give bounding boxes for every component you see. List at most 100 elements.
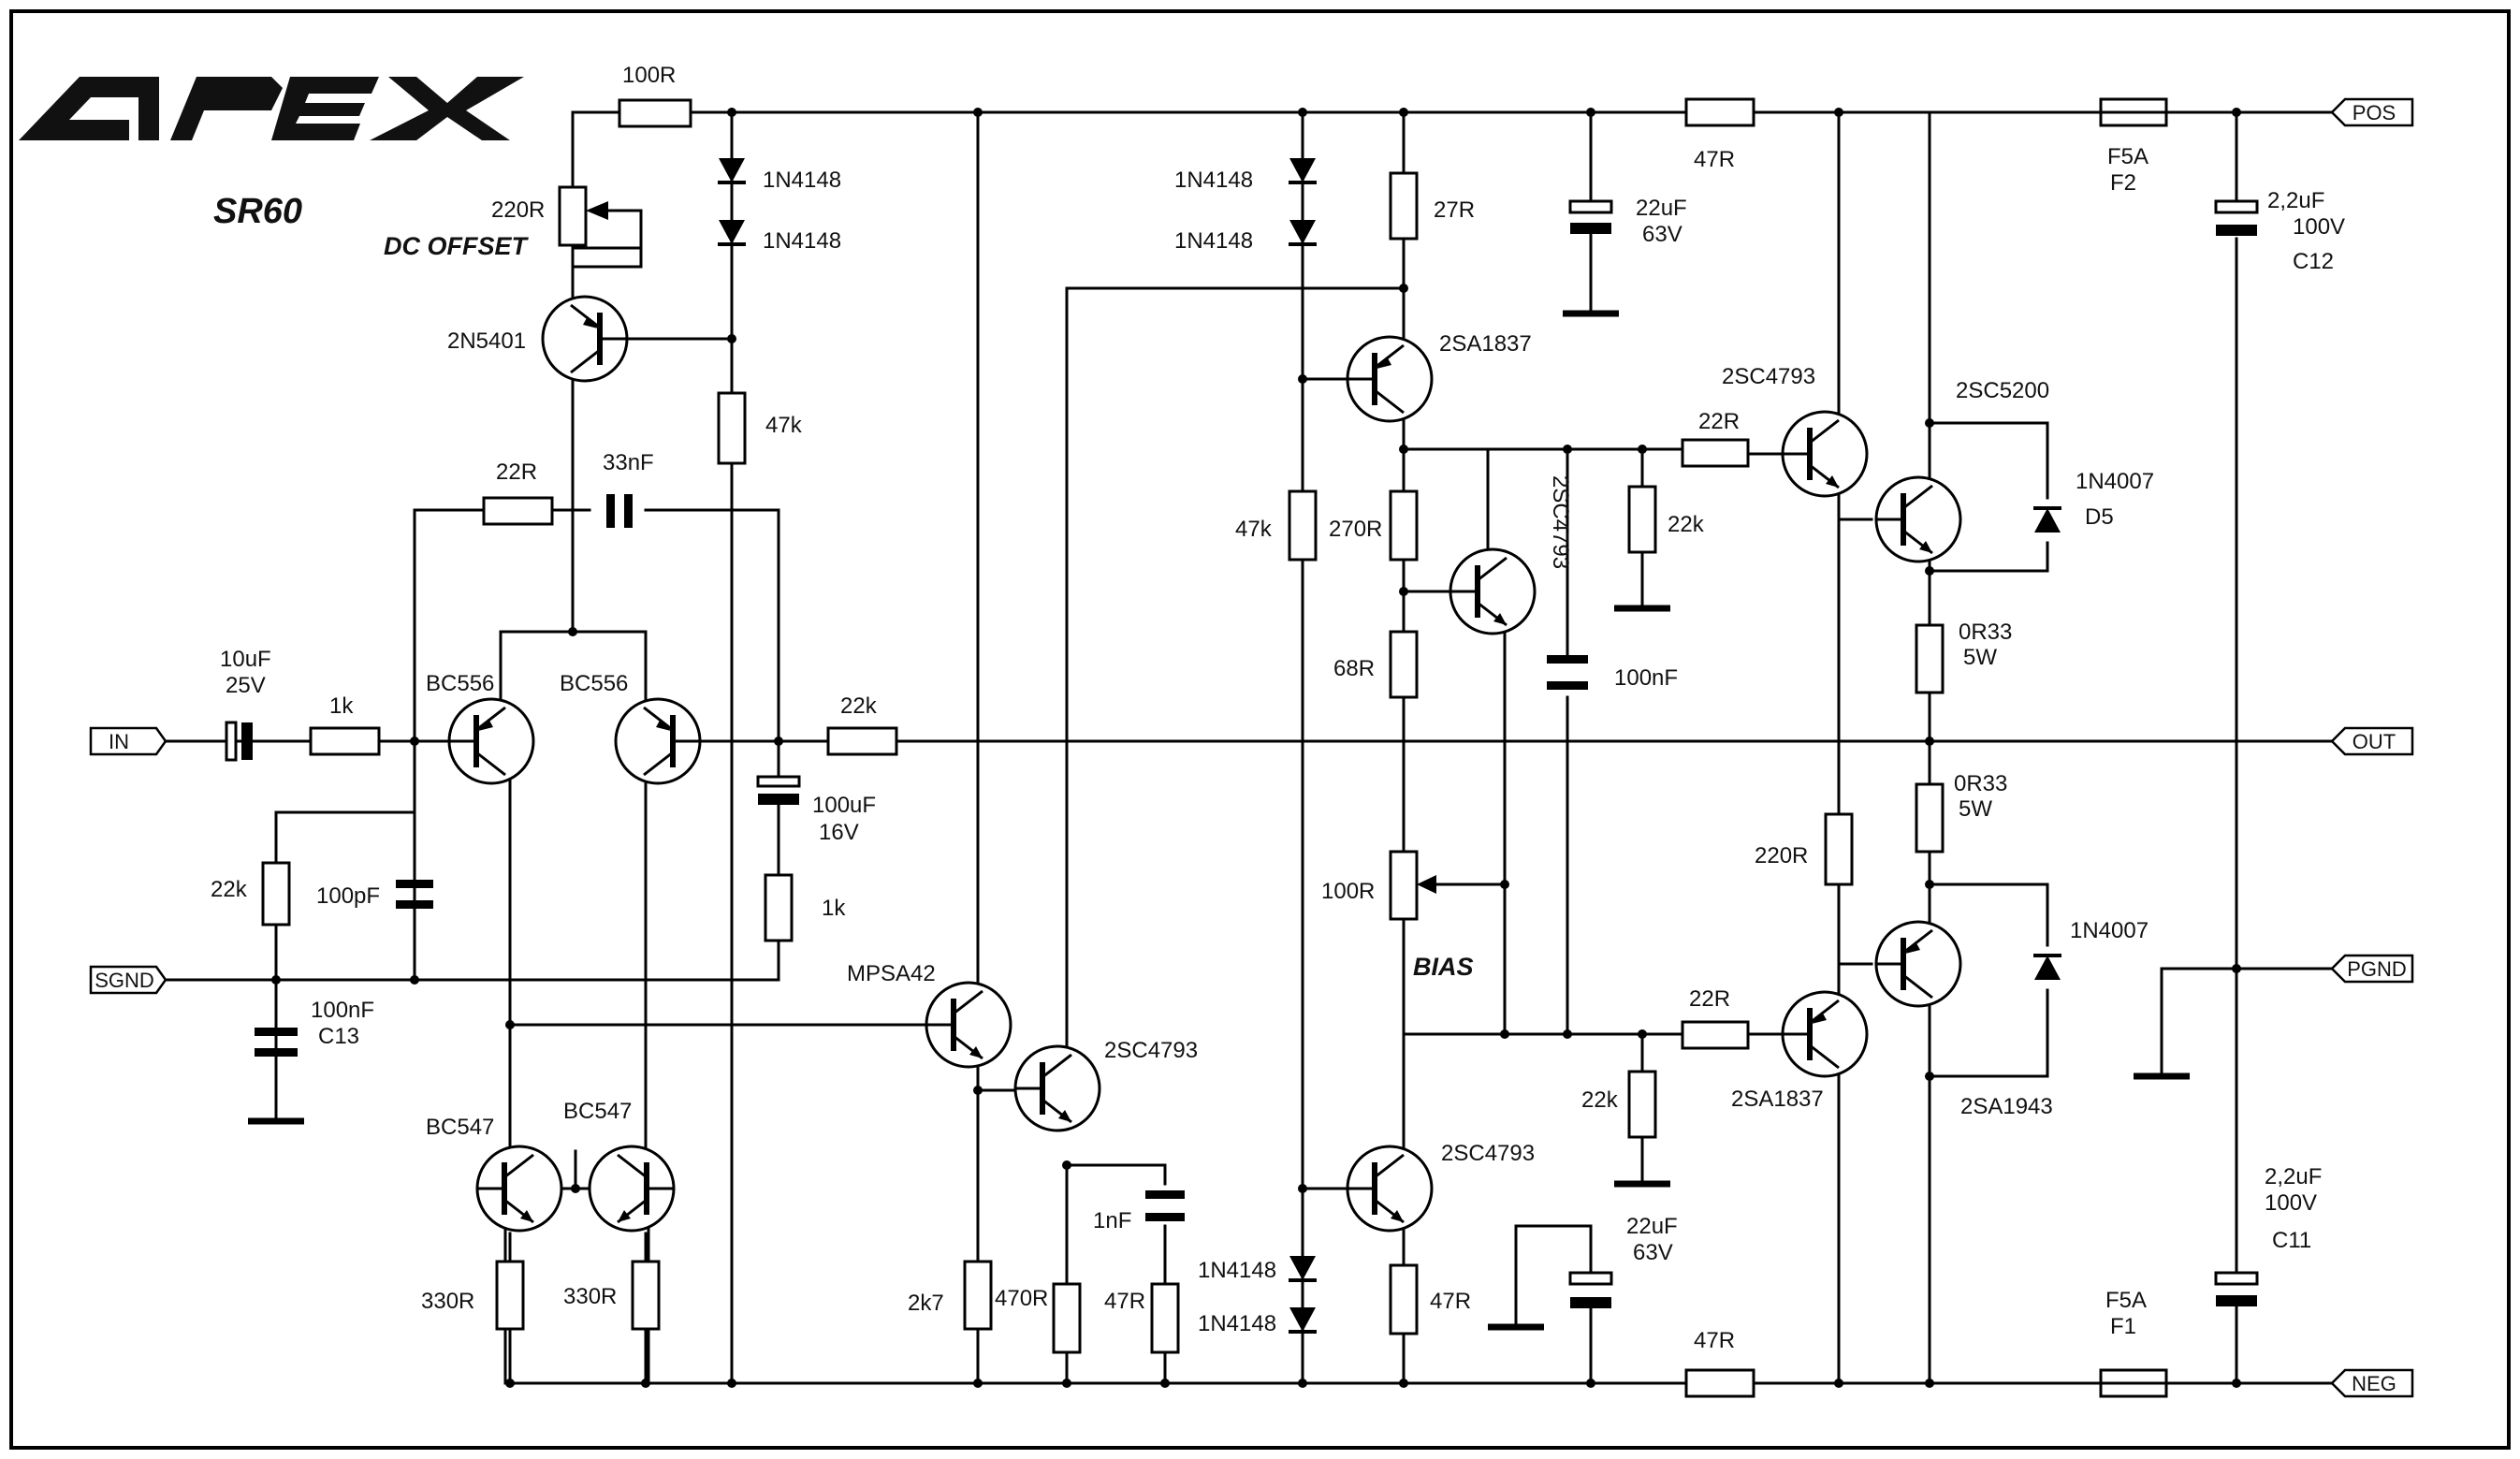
label-100r-bias: 100R (1321, 879, 1375, 904)
resistor-22r-drv-bot (1681, 1020, 1750, 1050)
label-22uf-bot: 22uF (1626, 1214, 1678, 1239)
resistors (261, 97, 2168, 1398)
port-out: OUT (2330, 726, 2414, 756)
label-47k-b: 47k (1235, 517, 1273, 542)
port-in: IN (89, 726, 168, 756)
label-c13-val: 100nF (311, 998, 374, 1023)
component-labels: 100R 220R 1N4148 1N4148 2N5401 47k 22R 3… (211, 63, 2345, 1353)
label-10uf-v: 25V (226, 673, 266, 698)
label-1nf: 1nF (1093, 1208, 1131, 1233)
capacitors (225, 199, 2259, 1308)
label-1n4148-f: 1N4148 (1198, 1311, 1276, 1336)
resistor-22k-drv-bot (1627, 1070, 1657, 1139)
label-c11-val: 2,2uF (2265, 1164, 2322, 1189)
label-0r33-bot-w: 5W (1959, 796, 1992, 822)
resistor-100r-bias (1389, 850, 1419, 921)
label-100pf: 100pF (316, 883, 380, 909)
label-100uf-v: 16V (819, 820, 859, 845)
port-pos-label: POS (2352, 101, 2396, 124)
label-27r: 27R (1434, 197, 1475, 223)
label-22r-drv-bot: 22R (1689, 986, 1730, 1012)
label-2sa1943: 2SA1943 (1960, 1094, 2053, 1119)
resistor-1k-fb (764, 873, 794, 942)
label-0r33-bot: 0R33 (1954, 771, 2007, 796)
resistor-0r33-top (1915, 623, 1945, 694)
port-neg-label: NEG (2352, 1372, 2396, 1395)
resistor-270r (1389, 489, 1419, 562)
label-22uf-top: 22uF (1636, 196, 1687, 221)
resistor-100r-top (618, 98, 692, 128)
resistor-22r-fb (482, 496, 554, 526)
label-22k-fb: 22k (840, 693, 878, 719)
label-f1-ref: F1 (2110, 1314, 2136, 1339)
label-2sc4793-bias: 2SC4793 (1548, 475, 1573, 569)
resistor-22k-in (261, 861, 291, 926)
bias-label: BIAS (1413, 953, 1474, 981)
label-220r-drv: 220R (1755, 843, 1808, 868)
label-33nf: 33nF (603, 450, 654, 475)
resistor-47r-bot (1389, 1263, 1419, 1335)
resistor-330r-r (631, 1260, 661, 1331)
label-1n4148-c: 1N4148 (1174, 168, 1253, 193)
label-100uf: 100uF (812, 793, 876, 818)
resistor-0r33-bot (1915, 782, 1945, 854)
port-out-label: OUT (2352, 730, 2396, 753)
label-c11-v: 100V (2265, 1190, 2317, 1216)
label-330r-r: 330R (563, 1284, 617, 1309)
apex-logo (19, 77, 524, 140)
label-1k-fb: 1k (822, 896, 846, 921)
label-10uf: 10uF (220, 647, 271, 672)
label-100nf-mid: 100nF (1614, 665, 1678, 691)
label-47r-bot: 47R (1430, 1289, 1471, 1314)
brand-name: APEX (19, 162, 22, 165)
label-f2-ref: F2 (2110, 170, 2136, 196)
label-1n4148-d: 1N4148 (1174, 228, 1253, 254)
resistor-47r-neg (1684, 1368, 1755, 1398)
resistor-47k-b (1288, 489, 1318, 562)
resistor-22r-drv-top (1681, 438, 1750, 468)
label-0r33-top: 0R33 (1959, 620, 2012, 645)
model-name: SR60 (213, 192, 302, 231)
label-f1-val: F5A (2105, 1288, 2147, 1313)
label-22uf-bot-v: 63V (1633, 1240, 1673, 1265)
port-in-label: IN (109, 730, 129, 753)
dc-offset-label: DC OFFSET (384, 232, 530, 260)
label-d5: D5 (2085, 504, 2114, 530)
label-1n4007-top: 1N4007 (2076, 469, 2154, 494)
resistor-47k-a (717, 391, 747, 465)
label-22k-drv-top: 22k (1668, 512, 1705, 537)
resistor-2k7 (963, 1260, 993, 1331)
junction-dots (271, 108, 2241, 1388)
label-c13-ref: C13 (318, 1024, 359, 1049)
port-pgnd-label: PGND (2347, 957, 2407, 981)
resistor-220r-pot (558, 185, 588, 247)
label-bc556-l: BC556 (426, 671, 494, 696)
port-pgnd: PGND (2330, 954, 2414, 984)
resistor-330r-l (495, 1260, 525, 1331)
port-sgnd-label: SGND (95, 969, 154, 992)
label-c11-ref: C11 (2272, 1228, 2311, 1253)
label-2sc4793-vas: 2SC4793 (1104, 1038, 1198, 1063)
resistor-22k-fb (826, 726, 898, 756)
frame (9, 9, 2511, 1450)
label-2sc4793-drv: 2SC4793 (1722, 364, 1815, 389)
label-bc556-r: BC556 (560, 671, 628, 696)
label-2k7: 2k7 (908, 1291, 944, 1316)
resistor-22k-drv-top (1627, 485, 1657, 554)
label-100r-top: 100R (622, 63, 676, 88)
resistor-47r-vas (1150, 1282, 1180, 1354)
port-neg: NEG (2330, 1368, 2414, 1398)
label-22uf-top-v: 63V (1642, 222, 1682, 247)
resistor-68r (1389, 630, 1419, 699)
label-330r-l: 330R (421, 1289, 474, 1314)
label-2sa1837-drv: 2SA1837 (1731, 1087, 1824, 1112)
wiring (163, 110, 2334, 1385)
dc-offset-pot-arrow (586, 201, 608, 220)
label-1n4007-bot: 1N4007 (2070, 918, 2149, 943)
label-2n5401: 2N5401 (447, 328, 526, 354)
label-0r33-top-w: 5W (1963, 645, 1997, 670)
resistor-220r-drv (1824, 812, 1854, 886)
label-1n4148-a: 1N4148 (763, 168, 841, 193)
resistor-470r (1052, 1282, 1082, 1354)
